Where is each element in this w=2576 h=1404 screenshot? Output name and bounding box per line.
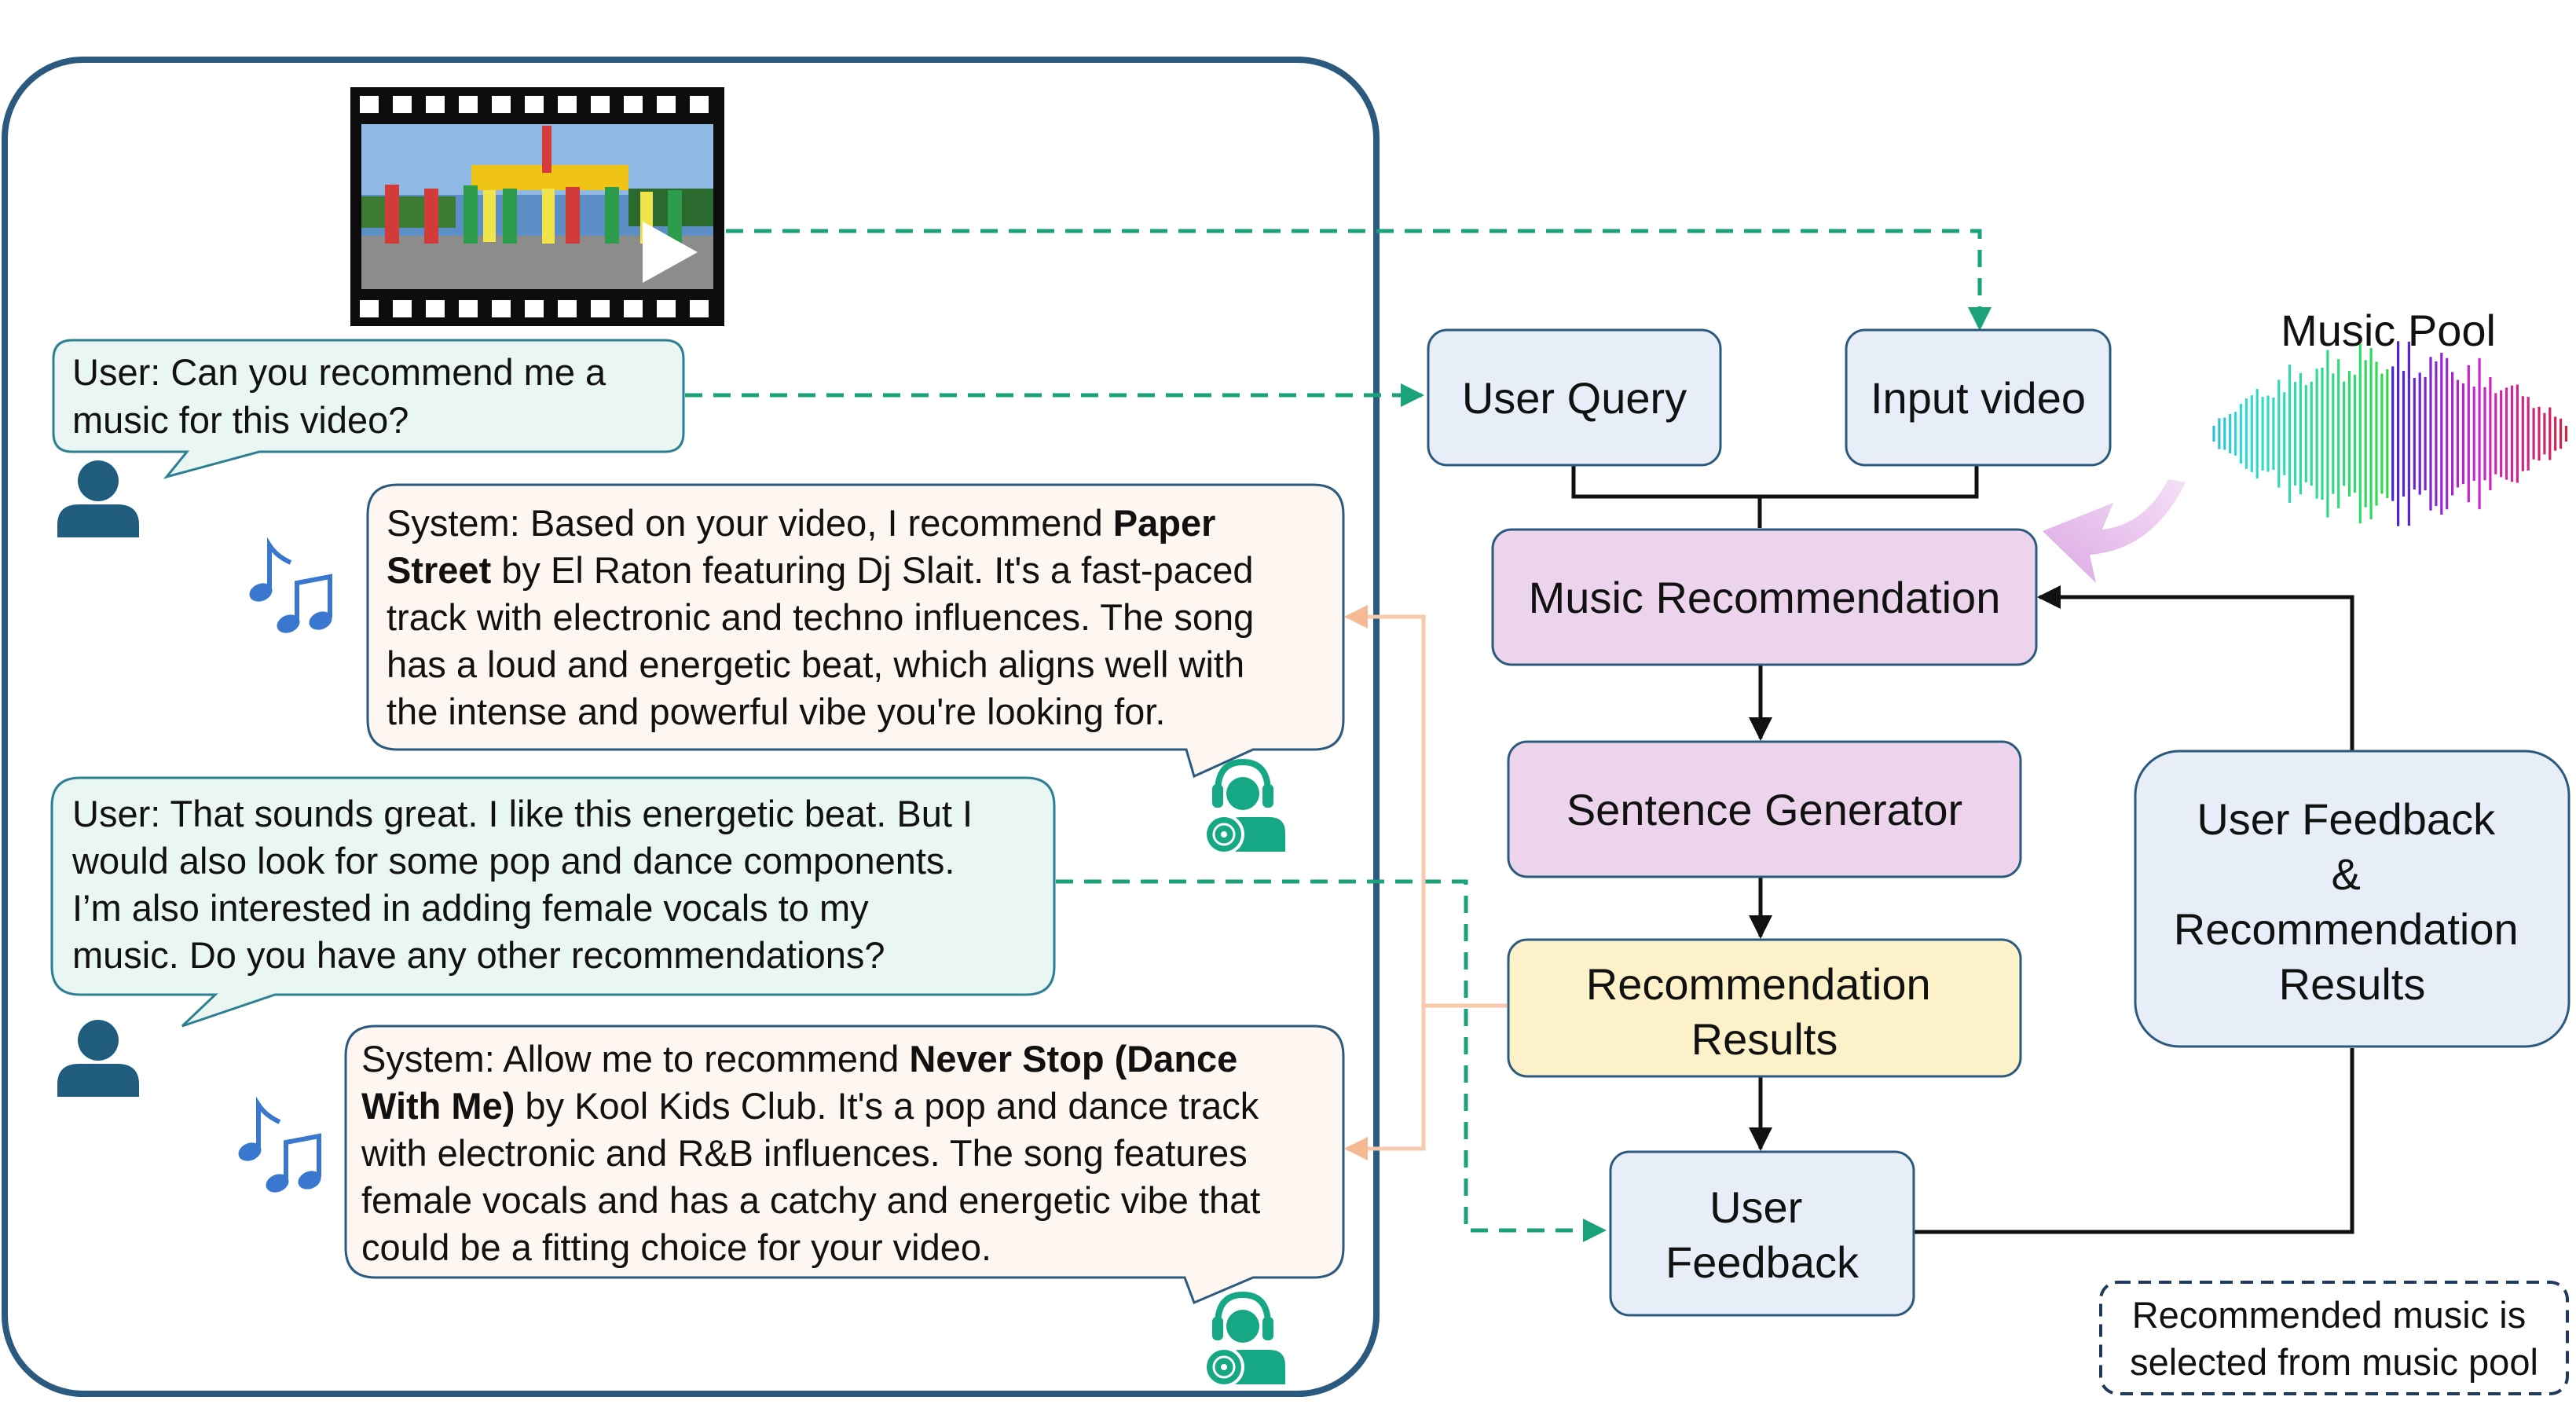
music-pool-note-text: Recommended music is selected from music… — [2130, 1294, 2538, 1383]
user-query-box: User Query — [1427, 328, 1722, 467]
sentence-generator-box: Sentence Generator — [1507, 740, 2022, 878]
user-query-2-text: User: That sounds great. I like this ene… — [71, 793, 983, 976]
user-feedback-box: User Feedback — [1609, 1150, 1915, 1317]
music-notes-icon — [238, 1096, 321, 1193]
arrow-query2-to-feedback — [1056, 879, 1607, 1242]
user-feedback-label: User Feedback — [1665, 1182, 1860, 1287]
dj-headphones-icon — [1204, 758, 1285, 855]
dj-headphones-icon — [1204, 1291, 1285, 1388]
swoosh-arrow-pool-to-music-rec — [2043, 479, 2186, 583]
system-reply-2-text: System: Allow me to recommend Never Stop… — [361, 1038, 1260, 1268]
recommendation-results-label: Recommendation Results — [1586, 959, 1943, 1064]
system-reply-1-text: System: Based on your video, I recommend… — [387, 502, 1254, 732]
video-thumbnail-play-icon[interactable] — [350, 87, 724, 326]
input-video-box: Input video — [1845, 328, 2112, 467]
music-pool-note: Recommended music is selected from music… — [2099, 1281, 2569, 1395]
arrow-results-to-replies — [1344, 605, 1507, 1008]
arrow-summary-to-music-rec — [2037, 585, 2354, 751]
feedback-and-results-box: User Feedback & Recommendation Results — [2134, 750, 2571, 1048]
sound-waveform-icon — [2212, 341, 2568, 526]
system-reply-bubble-1 — [366, 483, 1345, 779]
music-recommendation-label: Music Recommendation — [1529, 573, 2001, 622]
recommendation-results-box: Recommendation Results — [1507, 938, 2022, 1078]
arrow-results-to-reply-2 — [1344, 1006, 1426, 1160]
input-video-label: Input video — [1871, 373, 2086, 423]
user-query-bubble-2 — [50, 776, 1056, 1028]
feedback-and-results-label: User Feedback & Recommendation Results — [2174, 794, 2530, 1009]
user-query-bubble-1 — [52, 339, 685, 479]
music-notes-icon — [249, 537, 332, 633]
user-avatar-icon — [57, 1020, 139, 1097]
arrow-video-to-input — [726, 229, 1992, 331]
music-pool-label: Music Pool — [2281, 306, 2496, 355]
music-recommendation-box: Music Recommendation — [1491, 528, 2038, 666]
user-query-1-text: User: Can you recommend me a music for t… — [72, 351, 616, 441]
user-avatar-icon — [57, 460, 139, 537]
connector-feedback-to-summary — [1914, 1048, 2354, 1234]
sentence-generator-label: Sentence Generator — [1566, 785, 1962, 834]
user-query-label: User Query — [1462, 373, 1687, 423]
connector-merge-inputs — [1571, 465, 1979, 528]
system-reply-bubble-2 — [344, 1025, 1345, 1304]
